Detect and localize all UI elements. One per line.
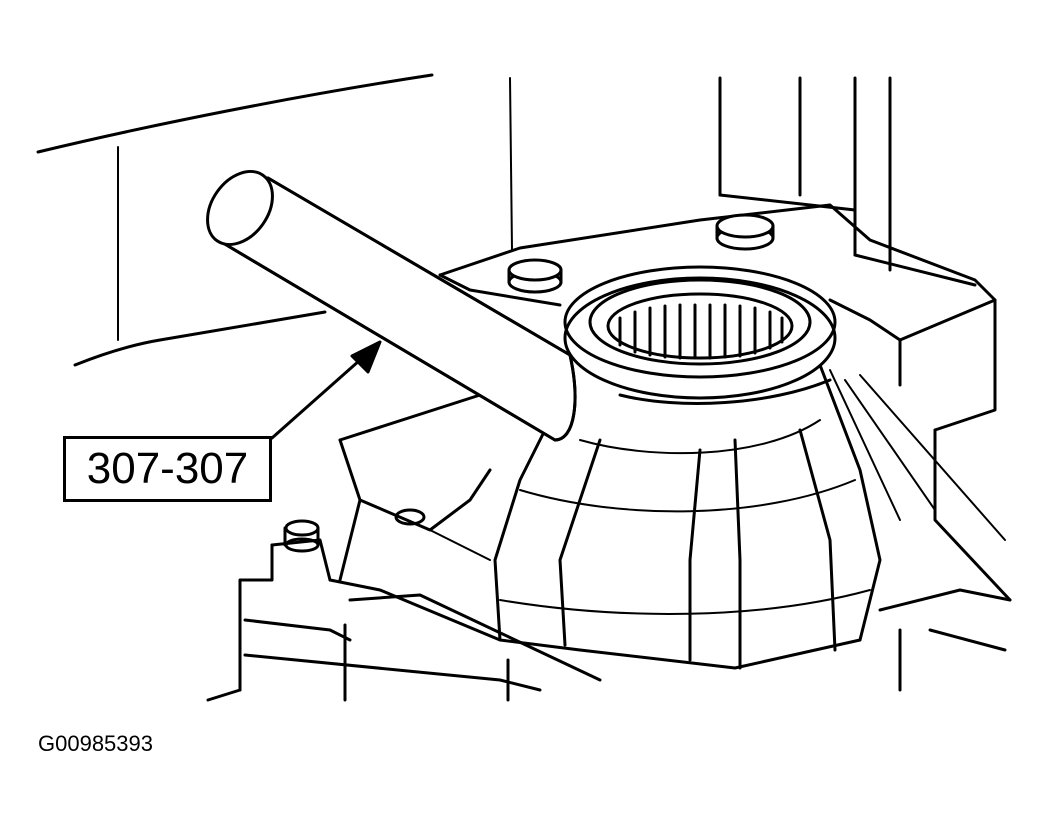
case-bolt — [283, 519, 320, 553]
bell-housing — [493, 363, 882, 670]
special-tool-tube — [206, 170, 577, 442]
upper-housing — [36, 73, 513, 367]
dowel-pin-left — [507, 258, 563, 294]
figure-id: G00985393 — [38, 731, 153, 756]
mounting-plate — [438, 203, 997, 432]
dowel-pin-right — [715, 213, 775, 251]
tool-callout-label: 307-307 — [63, 436, 272, 502]
callout-leader — [270, 340, 382, 440]
rear-frame — [718, 76, 977, 287]
transmission-case — [206, 393, 602, 702]
output-seal — [563, 265, 837, 400]
right-ribs — [829, 369, 1012, 692]
